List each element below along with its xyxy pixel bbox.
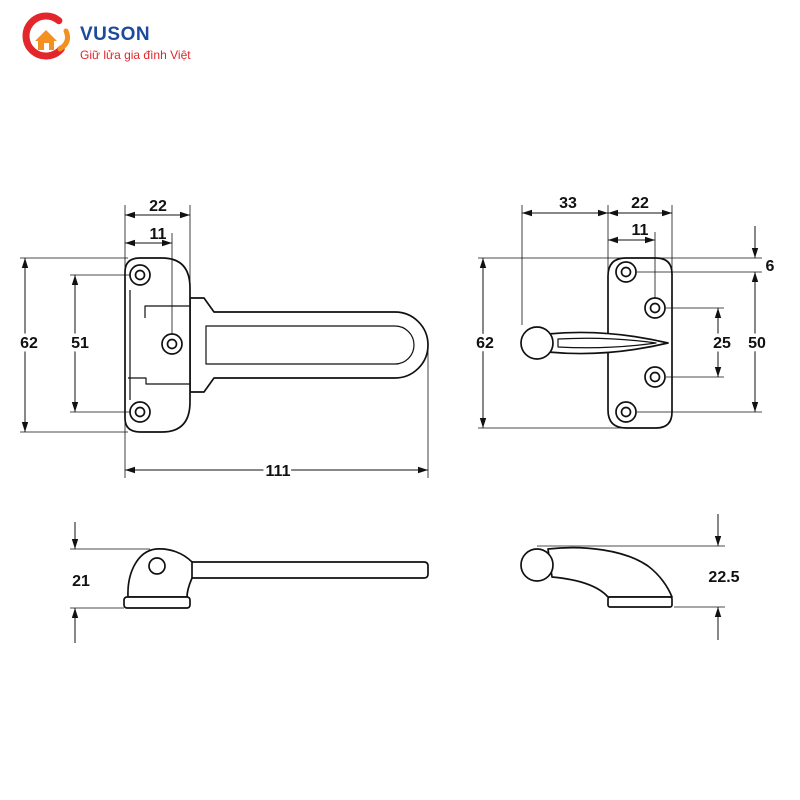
brand-tagline: Giữ lửa gia đình Việt	[80, 48, 191, 62]
dimension-label-top-margin: 6	[766, 258, 775, 275]
catch-hole-top	[615, 261, 637, 283]
hasp-mounting-plate	[124, 257, 191, 433]
dimension-label-height: 21	[72, 573, 90, 590]
catch-hole-bottom	[615, 401, 637, 423]
hasp-base-plate	[123, 596, 191, 609]
dimension-label-height: 62	[476, 335, 494, 352]
mounting-hole-middle	[161, 333, 183, 355]
catch-lever-side	[547, 546, 673, 598]
dimension-label-width: 22	[149, 198, 167, 215]
guard-bar-slot	[205, 325, 415, 365]
hole-bore	[620, 266, 632, 278]
dimension-label-height: 62	[20, 335, 38, 352]
dimension-label-length: 111	[266, 463, 291, 480]
brand-name: VUSON	[80, 24, 150, 45]
catch-hole-upper-inner	[644, 297, 666, 319]
hole-bore	[649, 302, 661, 314]
hinge-pin-hole	[148, 557, 166, 575]
dimension-label-knob-offset: 33	[559, 195, 577, 212]
hole-bore	[649, 371, 661, 383]
hasp-top-view: 22 11 62 51 111	[17, 198, 429, 484]
logo-house-shape	[35, 30, 57, 50]
hole-bore	[134, 406, 146, 418]
catch-top-view: 33 22 11 6 62 25 50	[473, 195, 775, 429]
catch-side-view: 22.5	[520, 514, 740, 640]
vuson-house-swirl-icon	[22, 12, 70, 60]
catch-knob-side	[520, 548, 554, 582]
dimension-label-height: 22.5	[708, 569, 739, 586]
guard-bar-loop	[189, 297, 429, 393]
dimension-label-hole-offset: 11	[150, 226, 167, 243]
mounting-hole-top	[129, 264, 151, 286]
hinge-tab-bottom	[128, 377, 190, 385]
logo-house-door	[44, 43, 49, 50]
catch-base-plate	[607, 596, 673, 608]
catch-hole-lower-inner	[644, 366, 666, 388]
dimension-label-width: 22	[631, 195, 649, 212]
dimension-label-hole-spacing: 51	[71, 335, 89, 352]
brand-logo: VUSON Giữ lửa gia đình Việt	[22, 12, 191, 62]
hole-bore	[620, 406, 632, 418]
guard-bar-side	[185, 561, 429, 579]
catch-lever-ridge	[557, 337, 657, 349]
dimension-label-outer-hole-spacing: 50	[748, 335, 766, 352]
hasp-side-view: 21	[70, 522, 429, 643]
hole-bore	[166, 338, 178, 350]
mounting-hole-bottom	[129, 401, 151, 423]
logo-swirl-tail	[57, 28, 70, 52]
catch-knob	[520, 326, 554, 360]
logo-swirl-arc	[22, 12, 65, 60]
hinge-tab-top	[144, 305, 190, 318]
dimension-label-inner-hole-spacing: 25	[713, 335, 731, 352]
hole-bore	[134, 269, 146, 281]
dimension-label-hole-offset: 11	[632, 222, 649, 239]
